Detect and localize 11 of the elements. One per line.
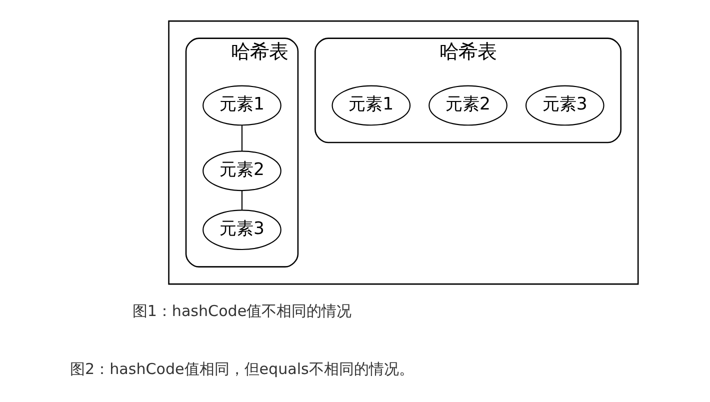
node-ellipse: 元素2 bbox=[202, 150, 282, 192]
node-ellipse: 元素1 bbox=[332, 85, 411, 126]
node-ellipse: 元素1 bbox=[202, 85, 282, 126]
label: 图2：hashCode值相同，但equals不相同的情况。 bbox=[70, 360, 414, 378]
node-ellipse: 元素2 bbox=[428, 85, 508, 126]
connector bbox=[241, 190, 243, 210]
label: 图1：hashCode值不相同的情况 bbox=[132, 302, 352, 320]
cluster bbox=[168, 20, 639, 285]
node-ellipse: 元素3 bbox=[202, 210, 282, 250]
node-ellipse: 元素3 bbox=[525, 85, 604, 126]
connector bbox=[241, 126, 243, 151]
